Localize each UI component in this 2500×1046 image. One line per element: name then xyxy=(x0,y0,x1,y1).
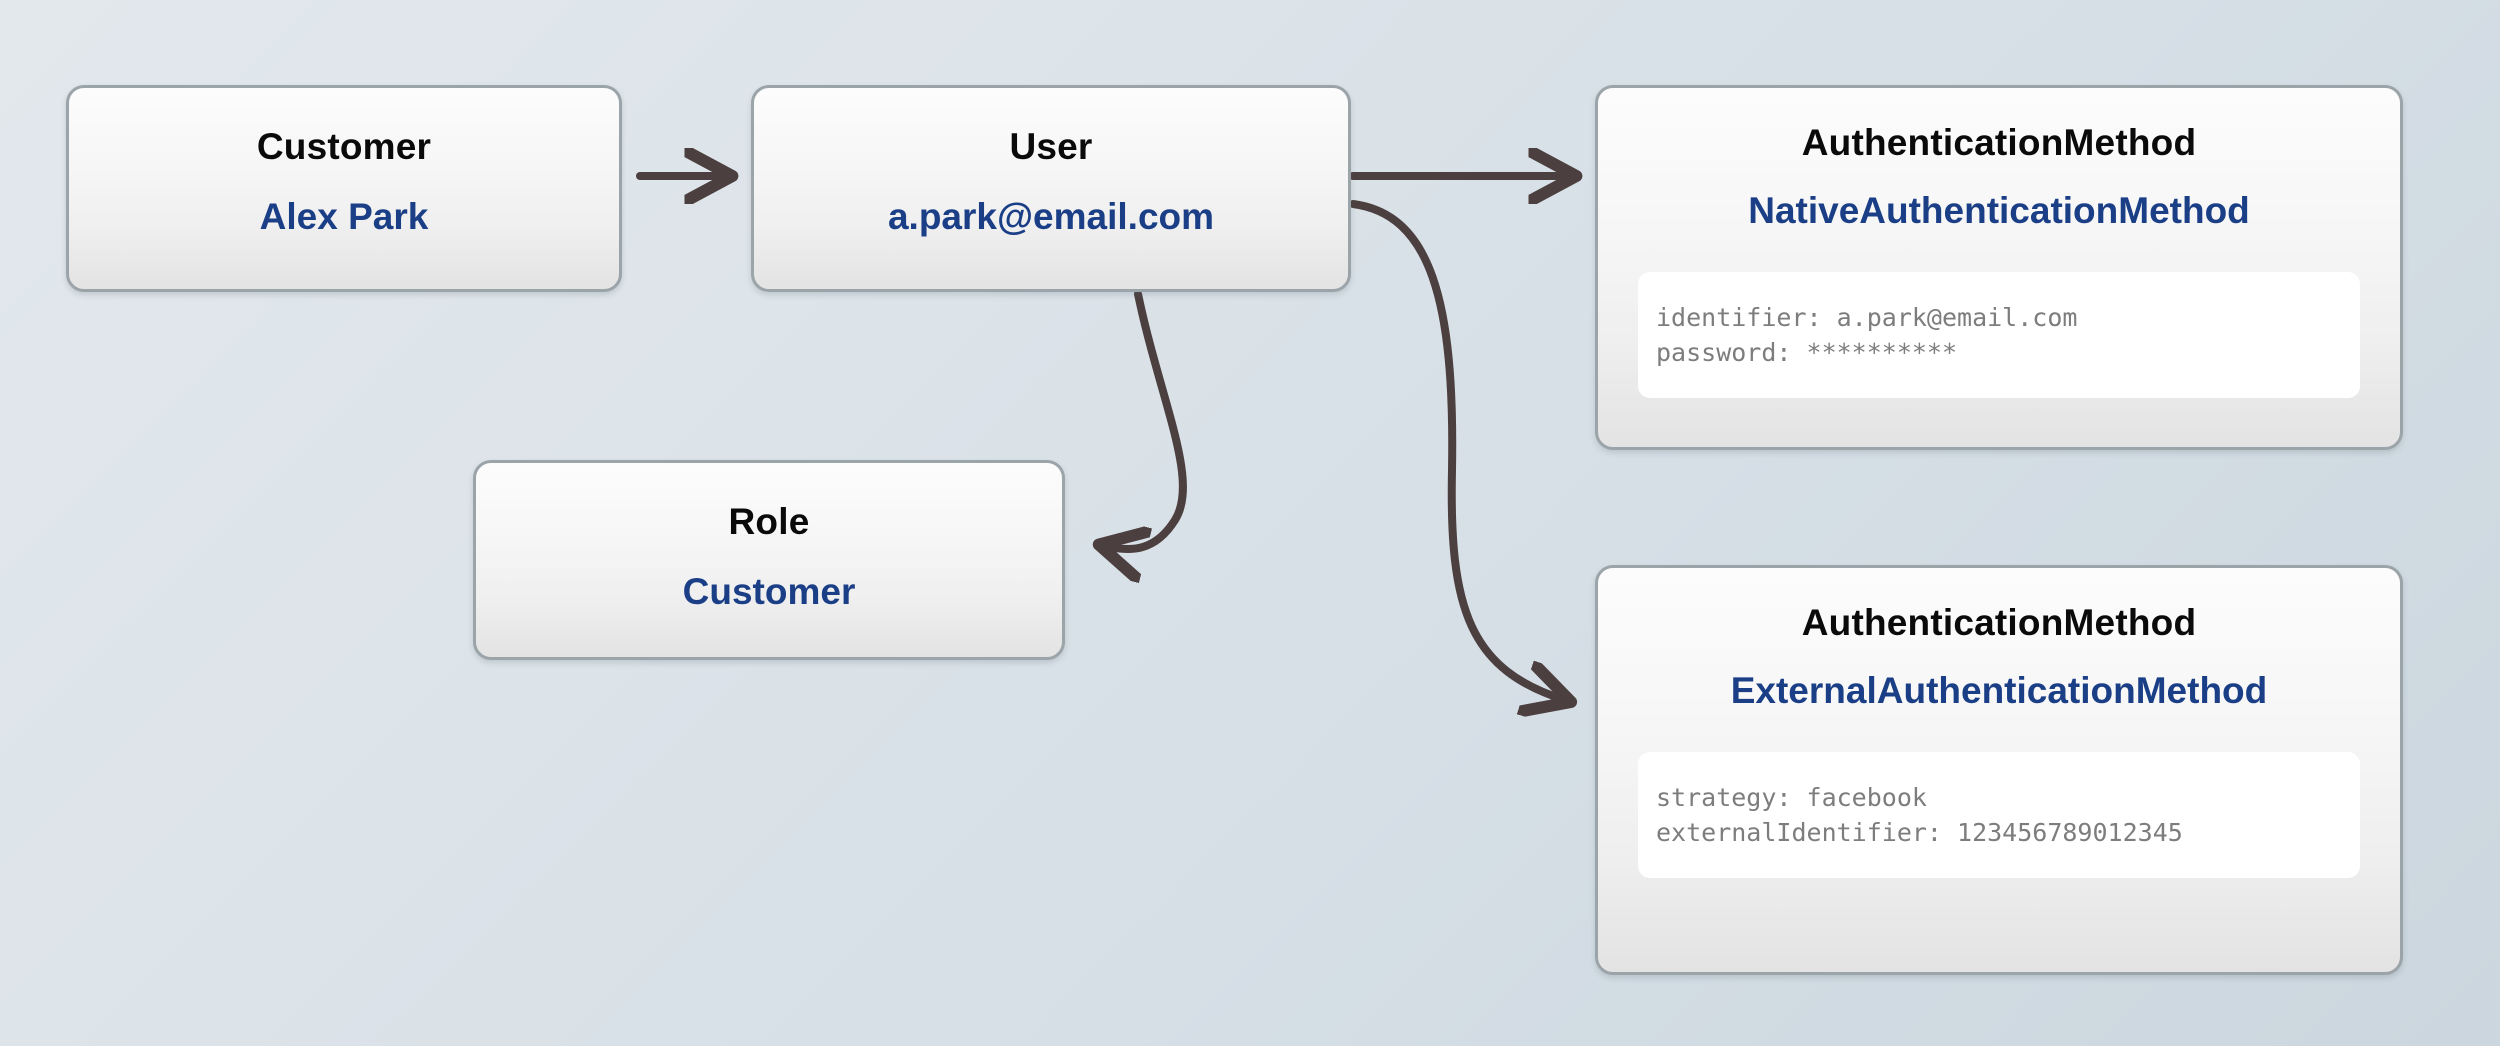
node-value-label: ExternalAuthenticationMethod xyxy=(1730,670,2268,711)
node-type-label: User xyxy=(1009,126,1093,167)
detail-line: password: ********** xyxy=(1656,338,1958,367)
edge-user-to-external-auth xyxy=(1349,200,1565,700)
node-external-authentication-method[interactable]: AuthenticationMethod ExternalAuthenticat… xyxy=(1595,565,2403,975)
detail-line: identifier: a.park@email.com xyxy=(1656,302,2078,332)
node-role[interactable]: Role Customer xyxy=(473,460,1065,660)
node-value-label: a.park@email.com xyxy=(887,196,1215,237)
node-user[interactable]: User a.park@email.com xyxy=(751,85,1351,292)
node-type-label: AuthenticationMethod xyxy=(1801,122,2197,163)
node-value-label: NativeAuthenticationMethod xyxy=(1748,190,2250,231)
node-value-label: Customer xyxy=(682,571,856,612)
node-customer[interactable]: Customer Alex Park xyxy=(66,85,622,292)
node-value-label: Alex Park xyxy=(259,196,429,237)
detail-line: strategy: facebook xyxy=(1656,782,1927,812)
node-native-authentication-method[interactable]: AuthenticationMethod NativeAuthenticatio… xyxy=(1595,85,2403,450)
detail-line: externalIdentifier: 123456789012345 xyxy=(1656,818,2183,847)
node-type-label: Customer xyxy=(256,126,432,167)
node-type-label: Role xyxy=(728,501,810,542)
node-detail-panel: identifier: a.park@email.com password: *… xyxy=(1638,272,2360,398)
node-detail-panel: strategy: facebook externalIdentifier: 1… xyxy=(1638,752,2360,878)
edge-user-to-role xyxy=(1105,290,1187,549)
node-type-label: AuthenticationMethod xyxy=(1801,602,2197,643)
